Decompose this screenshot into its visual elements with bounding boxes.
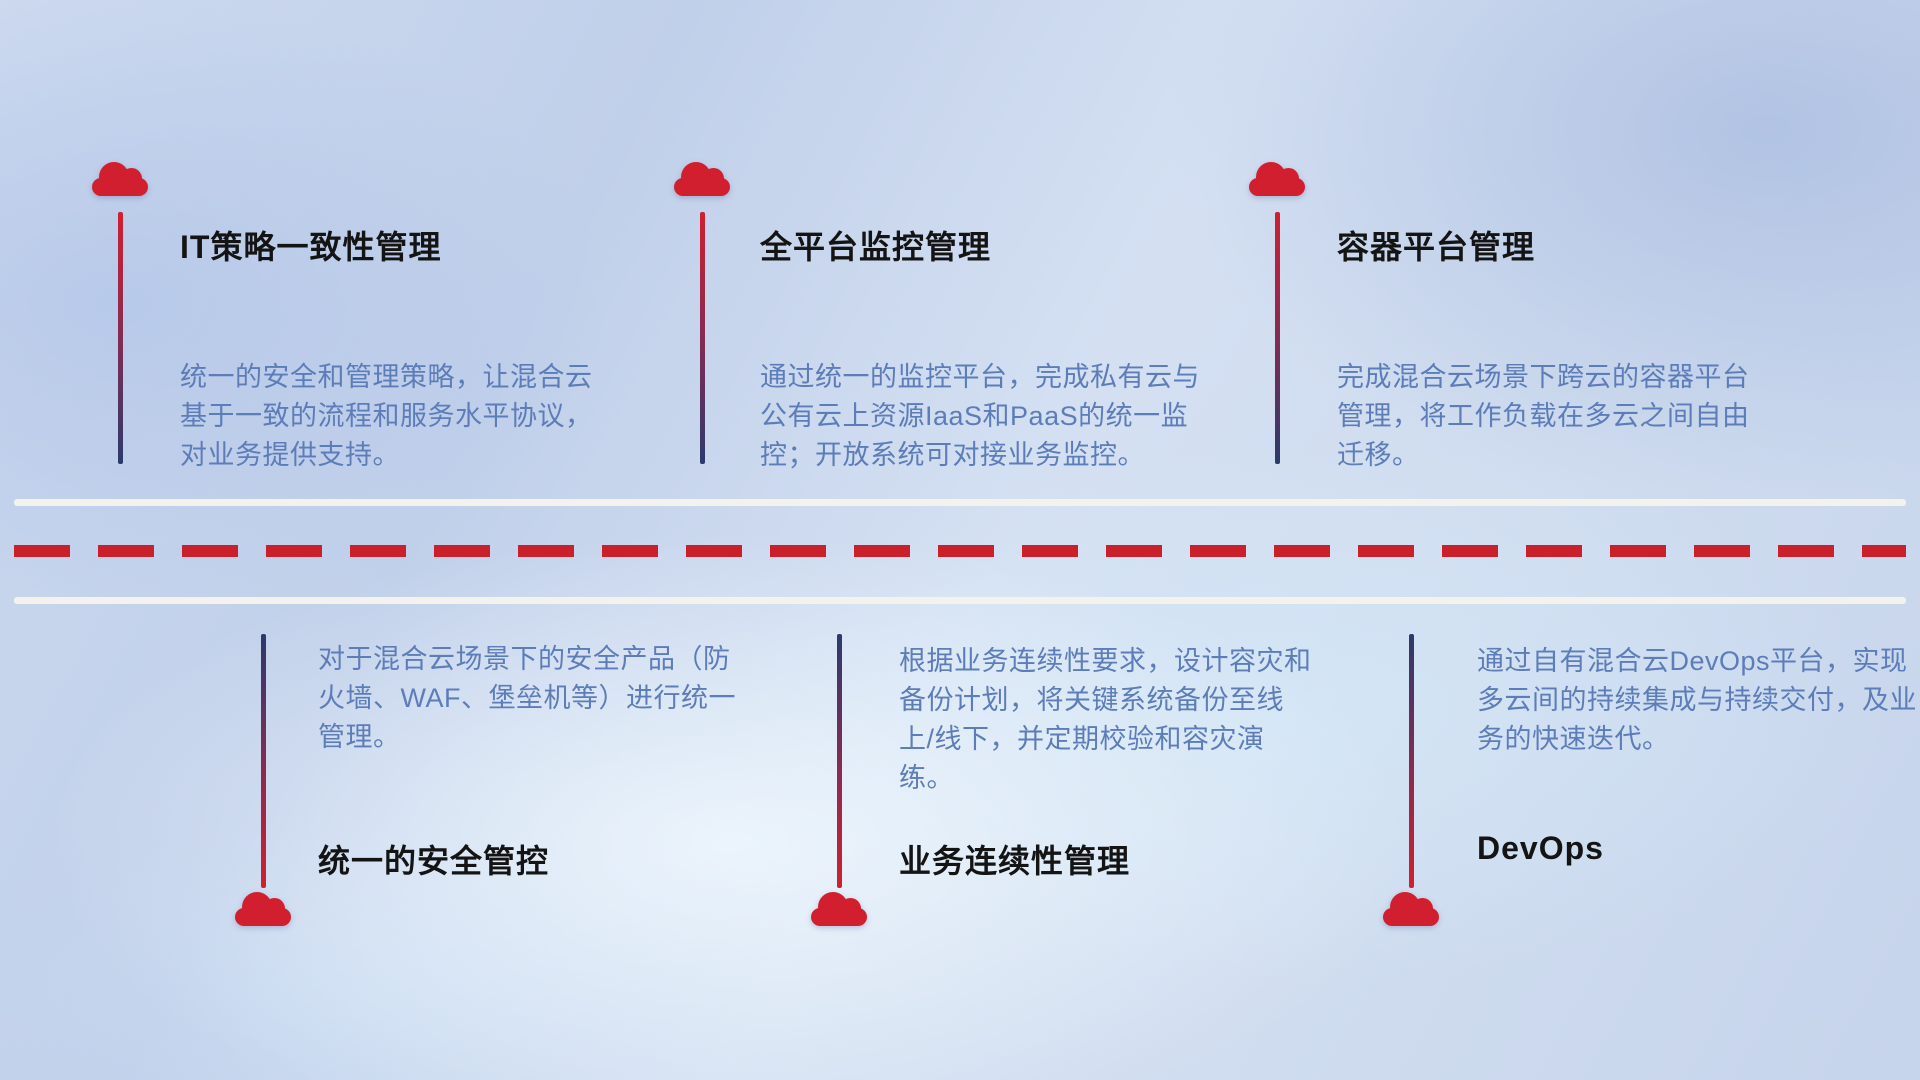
- cloud-icon: [235, 892, 291, 926]
- road-line-top: [14, 499, 1906, 506]
- connector-line: [837, 634, 842, 888]
- item-title: 全平台监控管理: [760, 229, 992, 265]
- item-description: 通过统一的监控平台，完成私有云与公有云上资源IaaS和PaaS的统一监控；开放系…: [760, 362, 1200, 471]
- item-title: 统一的安全管控: [318, 843, 550, 879]
- road-dashed-centerline: [14, 545, 1906, 557]
- connector-line: [261, 634, 266, 888]
- item-title: IT策略一致性管理: [180, 229, 442, 265]
- item-description: 完成混合云场景下跨云的容器平台管理，将工作负载在多云之间自由迁移。: [1337, 362, 1750, 471]
- cloud-icon: [1383, 892, 1439, 926]
- connector-line: [1275, 212, 1280, 464]
- cloud-icon: [92, 162, 148, 196]
- item-title: 业务连续性管理: [899, 843, 1131, 879]
- item-description: 通过自有混合云DevOps平台，实现多云间的持续集成与持续交付，及业务的快速迭代…: [1477, 646, 1917, 755]
- road-line-bottom: [14, 597, 1906, 604]
- connector-line: [118, 212, 123, 464]
- cloud-icon: [811, 892, 867, 926]
- item-description: 统一的安全和管理策略，让混合云基于一致的流程和服务水平协议，对业务提供支持。: [180, 362, 593, 471]
- item-title: 容器平台管理: [1337, 229, 1536, 265]
- connector-line: [1409, 634, 1414, 888]
- connector-line: [700, 212, 705, 464]
- cloud-icon: [674, 162, 730, 196]
- cloud-icon: [1249, 162, 1305, 196]
- item-description: 根据业务连续性要求，设计容灾和备份计划，将关键系统备份至线上/线下，并定期校验和…: [899, 646, 1312, 794]
- item-description: 对于混合云场景下的安全产品（防火墙、WAF、堡垒机等）进行统一管理。: [318, 644, 736, 753]
- item-title: DevOps: [1477, 830, 1604, 866]
